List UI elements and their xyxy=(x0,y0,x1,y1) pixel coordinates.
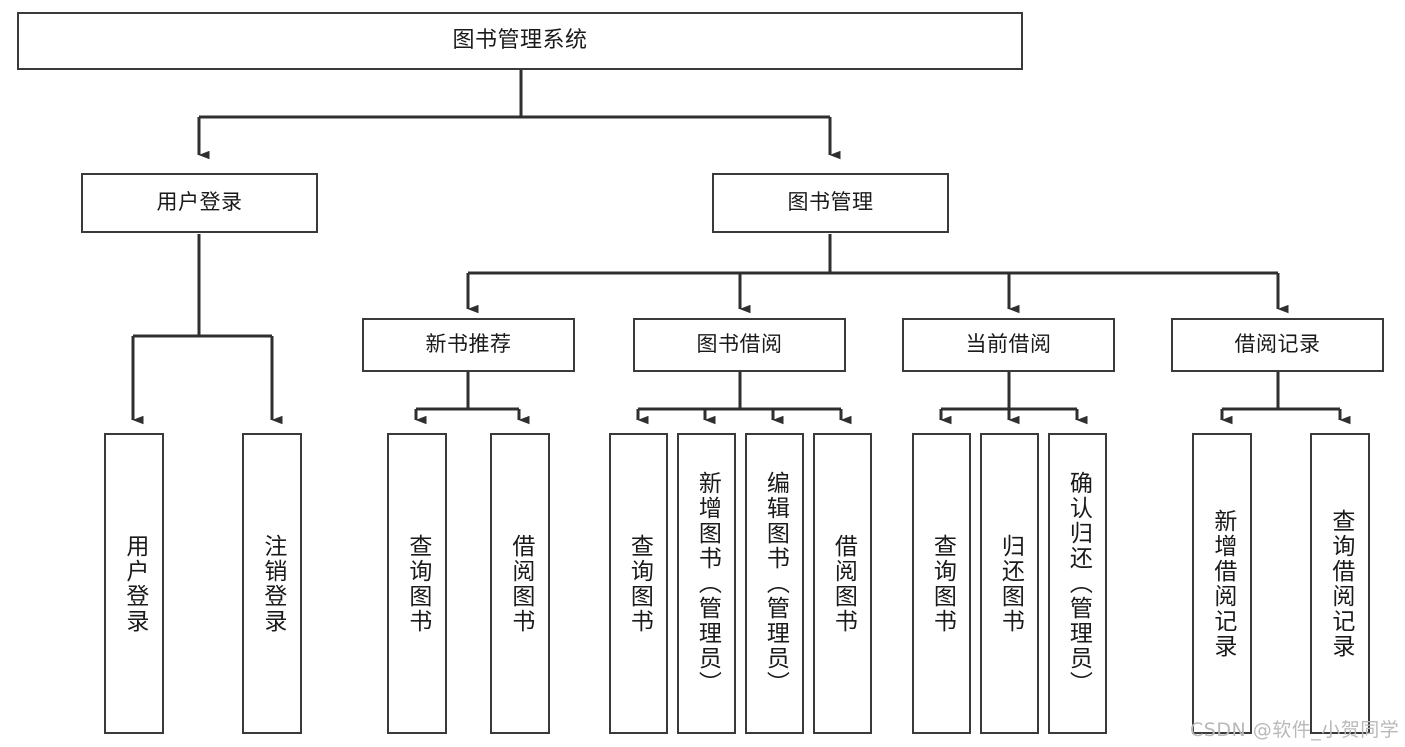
leaf-user-login[interactable]: 用户登录 xyxy=(104,433,164,734)
leaf-return-book[interactable]: 归还图书 xyxy=(980,433,1039,734)
node-label: 用户登录 xyxy=(156,190,243,215)
leaf-add-borrow-record[interactable]: 新增借阅记录 xyxy=(1192,433,1252,734)
node-label: 归还图书 xyxy=(997,533,1024,634)
node-label: 查询借阅记录 xyxy=(1327,508,1354,659)
node-root-system[interactable]: 图书管理系统 xyxy=(17,12,1023,70)
leaf-edit-book[interactable]: 编辑图书（管理员） xyxy=(745,433,804,734)
node-label: 编辑图书（管理员） xyxy=(762,471,789,696)
node-label: 注销登录 xyxy=(259,533,286,634)
leaf-query-book-recommend[interactable]: 查询图书 xyxy=(387,433,447,734)
leaf-query-book-borrow[interactable]: 查询图书 xyxy=(609,433,668,734)
leaf-add-book[interactable]: 新增图书（管理员） xyxy=(677,433,736,734)
leaf-borrow-book-borrow[interactable]: 借阅图书 xyxy=(813,433,872,734)
node-label: 新增借阅记录 xyxy=(1209,508,1236,659)
node-label: 查询图书 xyxy=(404,533,431,634)
node-book-manage[interactable]: 图书管理 xyxy=(712,173,949,233)
leaf-user-logout[interactable]: 注销登录 xyxy=(242,433,302,734)
leaf-query-borrow-record[interactable]: 查询借阅记录 xyxy=(1310,433,1370,734)
node-label: 图书管理 xyxy=(787,190,874,215)
node-label: 新书推荐 xyxy=(425,332,512,357)
node-label: 用户登录 xyxy=(121,533,148,634)
node-label: 图书借阅 xyxy=(696,332,783,357)
node-current-borrow[interactable]: 当前借阅 xyxy=(902,318,1115,372)
node-label: 借阅图书 xyxy=(507,533,534,634)
node-label: 借阅记录 xyxy=(1234,332,1321,357)
node-label: 查询图书 xyxy=(626,533,653,634)
node-label: 确认归还（管理员） xyxy=(1065,471,1092,696)
csdn-watermark: CSDN @软件_小贺同学 xyxy=(1190,719,1400,741)
node-label: 借阅图书 xyxy=(830,533,857,634)
node-new-book-recommend[interactable]: 新书推荐 xyxy=(362,318,575,372)
node-borrow-record[interactable]: 借阅记录 xyxy=(1171,318,1384,372)
node-label: 查询图书 xyxy=(929,533,956,634)
node-label: 新增图书（管理员） xyxy=(694,471,721,696)
leaf-confirm-return[interactable]: 确认归还（管理员） xyxy=(1048,433,1107,734)
node-label: 图书管理系统 xyxy=(452,27,588,53)
leaf-query-book-current[interactable]: 查询图书 xyxy=(912,433,971,734)
node-label: 当前借阅 xyxy=(965,332,1052,357)
node-book-borrow[interactable]: 图书借阅 xyxy=(633,318,846,372)
node-user-login[interactable]: 用户登录 xyxy=(81,173,318,233)
leaf-borrow-book-recommend[interactable]: 借阅图书 xyxy=(490,433,550,734)
